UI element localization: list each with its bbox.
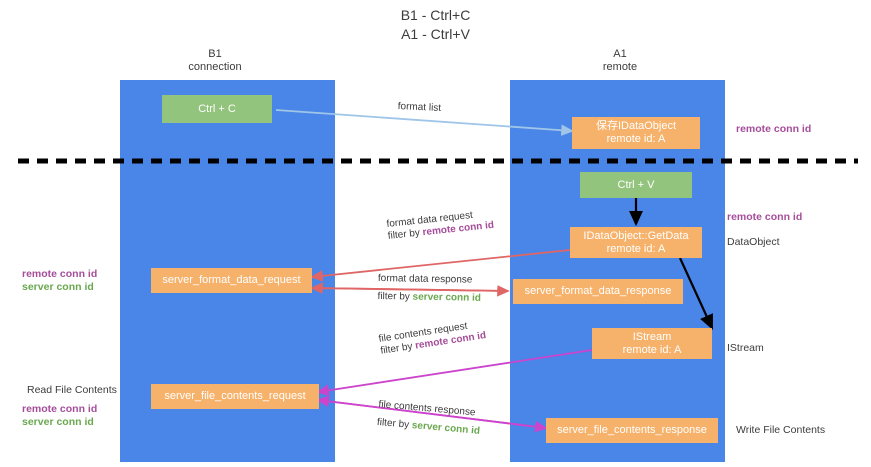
lane-header-b1: B1 connection bbox=[155, 48, 275, 74]
lane-b1-name: B1 bbox=[208, 48, 222, 60]
side-label-left-remote-conn-1: remote conn id bbox=[22, 268, 98, 280]
node-server-file-contents-response-label: server_file_contents_response bbox=[557, 424, 707, 436]
side-label-read-file-contents: Read File Contents bbox=[27, 384, 117, 396]
side-label-write-file-contents: Write File Contents bbox=[736, 424, 826, 436]
side-label-dataobject: DataObject bbox=[727, 236, 780, 248]
node-getdata-sub: remote id: A bbox=[606, 242, 666, 255]
side-label-remote-conn-top: remote conn id bbox=[736, 123, 812, 135]
node-getdata-title: IDataObject::GetData bbox=[583, 229, 689, 242]
node-idataobject-getdata[interactable]: IDataObject::GetData remote id: A bbox=[570, 227, 702, 258]
node-istream[interactable]: IStream remote id: A bbox=[592, 328, 712, 359]
lane-a1-sub: remote bbox=[602, 61, 638, 73]
edge-label-format-list-text: format list bbox=[397, 101, 442, 114]
node-register-idataobject-sub: remote id: A bbox=[606, 133, 666, 145]
edge-label-file-contents-request: file contents request filter by remote c… bbox=[378, 318, 487, 358]
side-label-left-server-conn-1: server conn id bbox=[22, 281, 94, 293]
node-server-file-contents-request-label: server_file_contents_request bbox=[164, 390, 306, 402]
edge-label-format-data-response: format data response filter by server co… bbox=[377, 273, 481, 305]
edge-format-data-response-filter-key: server conn id bbox=[412, 291, 482, 304]
node-ctrl-c[interactable]: Ctrl + C bbox=[162, 95, 272, 123]
lane-b1-sub: connection bbox=[188, 61, 242, 73]
edge-format-data-response-filter: filter by server conn id bbox=[377, 290, 482, 304]
node-server-file-contents-response[interactable]: server_file_contents_response bbox=[546, 418, 718, 443]
page-title: B1 - Ctrl+C A1 - Ctrl+V bbox=[0, 6, 871, 44]
edge-file-contents-response-text: file contents response bbox=[378, 399, 476, 419]
node-server-format-data-response-label: server_format_data_response bbox=[524, 285, 672, 297]
node-register-idataobject[interactable]: 保存IDataObject remote id: A bbox=[572, 117, 700, 149]
edge-label-file-contents-response: file contents response filter by server … bbox=[376, 399, 482, 438]
side-label-istream: IStream bbox=[727, 342, 764, 354]
side-label-left-server-conn-2: server conn id bbox=[22, 416, 94, 428]
edge-label-format-list: format list bbox=[397, 101, 442, 115]
side-label-left-remote-conn-2: remote conn id bbox=[22, 403, 98, 415]
node-server-format-data-response[interactable]: server_format_data_response bbox=[513, 279, 683, 304]
title-line-2: A1 - Ctrl+V bbox=[401, 26, 470, 42]
node-server-format-data-request[interactable]: server_format_data_request bbox=[151, 268, 312, 293]
node-ctrl-v-label: Ctrl + V bbox=[617, 178, 655, 191]
node-server-file-contents-request[interactable]: server_file_contents_request bbox=[151, 384, 319, 409]
node-istream-title: IStream bbox=[632, 330, 672, 343]
edge-format-data-response-text: format data response bbox=[377, 273, 473, 286]
edge-file-contents-response-filter: filter by server conn id bbox=[376, 416, 481, 437]
node-ctrl-v[interactable]: Ctrl + V bbox=[580, 172, 692, 198]
side-label-remote-conn-mid: remote conn id bbox=[727, 211, 803, 223]
title-line-1: B1 - Ctrl+C bbox=[400, 7, 471, 23]
edge-label-format-data-request: format data request filter by remote con… bbox=[386, 208, 495, 243]
node-istream-sub: remote id: A bbox=[622, 343, 682, 356]
lane-header-a1: A1 remote bbox=[560, 48, 680, 74]
node-ctrl-c-label: Ctrl + C bbox=[198, 102, 236, 115]
node-register-idataobject-title: 保存IDataObject bbox=[595, 120, 677, 132]
node-server-format-data-request-label: server_format_data_request bbox=[162, 274, 301, 286]
edge-file-contents-response-filter-key: server conn id bbox=[411, 419, 481, 437]
lane-a1-name: A1 bbox=[613, 48, 627, 60]
